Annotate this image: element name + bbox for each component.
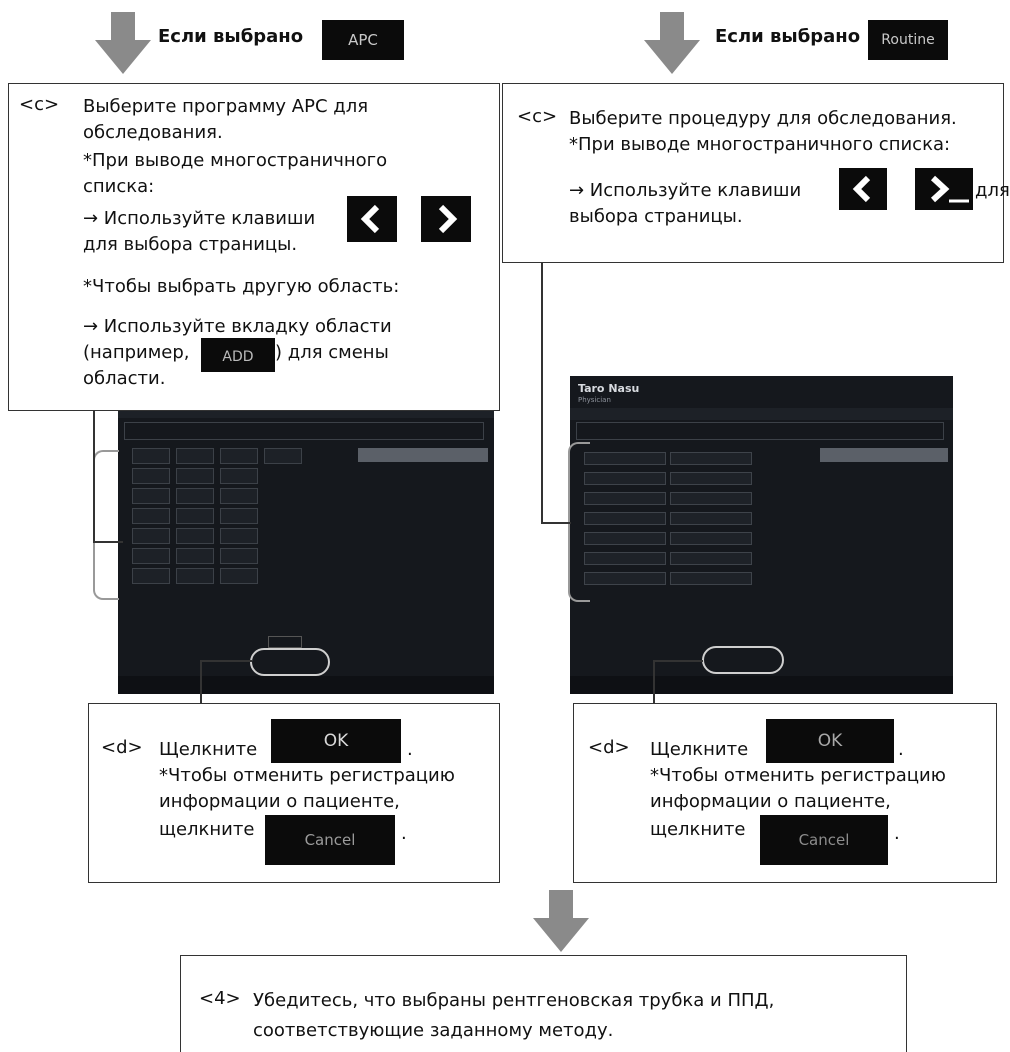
instruction-text: Выберите программу APC для: [83, 96, 369, 117]
instruction-text: области.: [83, 368, 166, 389]
screen-patient-role: Physician: [578, 396, 611, 404]
connector-line: [200, 660, 202, 704]
screen-toolbar: [124, 422, 484, 440]
screen-bottom-bar: [118, 676, 494, 694]
arrow-down-icon: [533, 890, 589, 952]
left-mode-label: Если выбрано: [158, 26, 304, 47]
apc-mode-button[interactable]: APC: [322, 20, 404, 60]
step-tag: <c>: [517, 106, 558, 127]
ok-cancel-highlight: [250, 648, 330, 676]
instruction-text: *При выводе многостраничного: [83, 150, 388, 171]
prev-page-button[interactable]: [839, 168, 887, 210]
instruction-text: → Используйте клавиши: [569, 180, 802, 201]
ok-button[interactable]: OK: [271, 719, 401, 763]
prev-page-button[interactable]: [347, 196, 397, 242]
instruction-text: Щелкните: [650, 739, 749, 760]
right-mode-label: Если выбрано: [715, 26, 861, 47]
step-tag: <d>: [588, 737, 630, 758]
screen-patient-name: Taro Nasu: [578, 382, 640, 395]
connector-line: [93, 541, 123, 543]
instruction-text: для: [975, 180, 1010, 201]
protocol-panel: [358, 448, 488, 462]
instruction-text: щелкните: [159, 819, 255, 840]
cancel-button[interactable]: Cancel: [265, 815, 395, 865]
list-bracket: [93, 450, 119, 600]
instruction-text: .: [401, 823, 407, 844]
connector-line: [653, 660, 703, 662]
instruction-text: информации о пациенте,: [650, 791, 891, 812]
connector-line: [541, 522, 571, 524]
chevron-right-icon: [438, 204, 458, 234]
left-step-d-panel: <d> Щелкните OK . *Чтобы отменить регист…: [88, 703, 500, 883]
connector-line: [93, 408, 95, 542]
list-bracket: [568, 442, 590, 602]
instruction-text: → Используйте клавиши: [83, 208, 316, 229]
connector-line: [541, 262, 543, 524]
step-tag: <c>: [19, 94, 60, 115]
instruction-text: обследования.: [83, 122, 223, 143]
instruction-text: Убедитесь, что выбраны рентгеновская тру…: [253, 990, 775, 1011]
instruction-text: информации о пациенте,: [159, 791, 400, 812]
instruction-text: *При выводе многостраничного списка:: [569, 134, 951, 155]
instruction-text: ) для смены: [275, 342, 389, 363]
routine-screen-thumbnail: Taro Nasu Physician: [570, 376, 953, 694]
step-tag: <4>: [199, 988, 241, 1009]
chevron-left-icon: [852, 175, 871, 203]
instruction-text: .: [407, 739, 413, 760]
connector-line: [200, 660, 252, 662]
instruction-text: *Чтобы отменить регистрацию: [159, 765, 455, 786]
instruction-text: → Используйте вкладку области: [83, 316, 392, 337]
instruction-text: Выберите процедуру для обследования.: [569, 108, 957, 129]
instruction-text: соответствующие заданному методу.: [253, 1020, 614, 1041]
chevron-right-icon: [930, 175, 969, 203]
ok-button[interactable]: OK: [766, 719, 894, 763]
instruction-text: *Чтобы отменить регистрацию: [650, 765, 946, 786]
screen-toolbar: [576, 422, 944, 440]
step-4-panel: <4> Убедитесь, что выбраны рентгеновская…: [180, 955, 907, 1052]
arrow-down-icon: [95, 12, 151, 74]
screen-bottom-bar: [570, 676, 953, 694]
chevron-left-icon: [360, 204, 380, 234]
connector-line: [653, 660, 655, 704]
apc-screen-thumbnail: [118, 376, 494, 694]
step-tag: <d>: [101, 737, 143, 758]
right-step-c-panel: <c> Выберите процедуру для обследования.…: [502, 83, 1010, 263]
area-tab-add[interactable]: ADD: [201, 338, 275, 372]
instruction-text: щелкните: [650, 819, 746, 840]
protocol-panel: [820, 448, 948, 462]
instruction-text: .: [898, 739, 904, 760]
instruction-text: выбора страницы.: [569, 206, 743, 227]
routine-mode-button[interactable]: Routine: [868, 20, 948, 60]
ok-cancel-highlight: [702, 646, 784, 674]
next-page-button[interactable]: [421, 196, 471, 242]
screen-header-bar: [570, 408, 953, 420]
instruction-text: Щелкните: [159, 739, 258, 760]
instruction-text: (например,: [83, 342, 190, 363]
footer-button: [268, 636, 302, 648]
left-step-c-panel: <c> Выберите программу APC для обследова…: [8, 83, 500, 411]
instruction-text: для выбора страницы.: [83, 234, 298, 255]
instruction-text: *Чтобы выбрать другую область:: [83, 276, 400, 297]
right-step-d-panel: <d> Щелкните OK . *Чтобы отменить регист…: [573, 703, 997, 883]
instruction-text: списка:: [83, 176, 155, 197]
instruction-text: .: [894, 823, 900, 844]
next-page-button[interactable]: [915, 168, 973, 210]
cancel-button[interactable]: Cancel: [760, 815, 888, 865]
arrow-down-icon: [644, 12, 700, 74]
